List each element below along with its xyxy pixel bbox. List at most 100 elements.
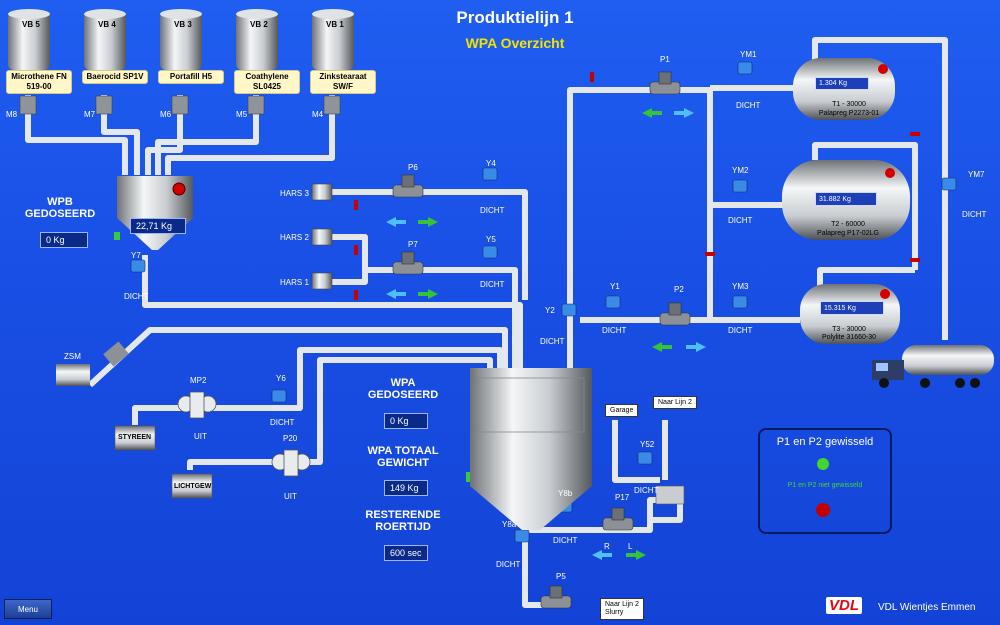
led-green [817,458,829,470]
valve-y8b-state: DICHT [553,536,578,545]
zsm-unit [56,341,129,386]
silo-name-vb4[interactable]: Baerocid SP1V [82,70,148,84]
valve-ym3-label[interactable]: YM3 [732,282,749,291]
silo-tag-vb3: VB 3 [174,20,192,29]
valve-y5-label[interactable]: Y5 [486,235,496,244]
motor-m6[interactable]: M6 [160,110,172,119]
valve-ym3-state: DICHT [728,326,753,335]
vdl-logo: VDL [826,597,862,614]
silo-tag-vb1: VB 1 [326,20,344,29]
tank-t1-value: 1.304 Kg [815,77,869,90]
hars3-label[interactable]: HARS 3 [280,189,309,198]
tanker-truck [872,345,994,388]
pump-switch-panel [758,428,892,534]
tank-t2-name: T2 - 60000 [831,221,865,228]
outlet-unit [655,485,685,505]
silo-name-vb3[interactable]: Portafill H5 [158,70,224,84]
tank-t3-value: 15.315 Kg [820,301,884,315]
valve-y1-label[interactable]: Y1 [610,282,620,291]
motor-m7[interactable]: M7 [84,110,96,119]
valve-y5-state: DICHT [480,280,505,289]
tank-t2-product: Palapreg P17-02LG [817,230,879,237]
company-name: VDL Wientjes Emmen [878,602,976,613]
naar-lijn2-callout[interactable]: Naar Lijn 2 [653,396,697,409]
silo-name-vb2[interactable]: Coathylene SL0425 [234,70,300,94]
pump-p1-label[interactable]: P1 [660,55,670,64]
wpb-hopper [114,176,193,250]
valve-y52-label[interactable]: Y52 [640,440,655,449]
wpa-gedoseerd-value: 0 Kg [384,413,428,429]
led-red [816,503,830,517]
pump-p7-label[interactable]: P7 [408,240,418,249]
resterende-roertijd-label: RESTERENDE ROERTIJD [365,509,441,533]
flow-arrows [386,108,706,560]
valve-y2-state: DICHT [540,337,565,346]
hars1-label[interactable]: HARS 1 [280,278,309,287]
valve-y4-label[interactable]: Y4 [486,159,496,168]
hars-drums [311,183,333,290]
motor-m8[interactable]: M8 [6,110,18,119]
silo-name-vb5[interactable]: Microthene FN 519-00 [6,70,72,94]
lichtgew-label[interactable]: LICHTGEW [174,483,212,490]
pumps [392,71,691,609]
silo-name-vb1[interactable]: Zinkstearaat SW/F [310,70,376,94]
main-mixer [466,368,592,530]
tank-t1-product: Palapreg P2273-01 [818,110,880,117]
pump-p17-dir-l[interactable]: L [628,542,633,551]
valve-ym7-state: DICHT [962,210,987,219]
valve-ym1-label[interactable]: YM1 [740,50,757,59]
pump-mp2-state: UIT [194,432,207,441]
pump-switch-status: P1 en P2 niet gewisseld [787,482,863,489]
valve-y4-state: DICHT [480,206,505,215]
motor-m4[interactable]: M4 [312,110,324,119]
valve-y7-label[interactable]: Y7 [131,251,141,260]
red-valves [354,72,920,300]
silo-tag-vb2: VB 2 [250,20,268,29]
pump-p20-label[interactable]: P20 [283,434,298,443]
garage-callout[interactable]: Garage [605,404,639,417]
valve-y8a-label[interactable]: Y8a [502,520,517,529]
pump-p17-dir-r[interactable]: R [604,542,610,551]
menu-button[interactable]: Menu [4,599,52,619]
valve-ym1-state: DICHT [736,101,761,110]
pump-p17-label[interactable]: P17 [615,493,630,502]
pump-p2-label[interactable]: P2 [674,285,684,294]
silo-tag-vb4: VB 4 [98,20,116,29]
wpa-totaal-label: WPA TOTAAL GEWICHT [367,445,439,469]
pump-p6-label[interactable]: P6 [408,163,418,172]
motor-m5[interactable]: M5 [236,110,248,119]
valve-y1-state: DICHT [602,326,627,335]
wpa-totaal-value: 149 Kg [384,480,428,496]
valve-ym7-label[interactable]: YM7 [968,170,985,179]
valve-y7-state: DICHT [124,292,149,301]
valve-ym2-label[interactable]: YM2 [732,166,749,175]
resterende-roertijd-value: 600 sec [384,545,428,561]
valve-y8b-label[interactable]: Y8b [558,489,573,498]
valve-y8a-state: DICHT [496,560,521,569]
pump-mp2-label[interactable]: MP2 [190,376,207,385]
styreen-label[interactable]: STYREEN [118,434,152,441]
tank-t2-value: 31.882 Kg [815,192,877,206]
pump-p5-label[interactable]: P5 [556,572,566,581]
tank-t3-name: T3 - 30000 [832,326,866,333]
small-containers [114,425,213,499]
tank-t1-name: T1 - 30000 [832,101,866,108]
wpa-gedoseerd-label: WPA GEDOSEERD [367,377,439,401]
valve-y2-label[interactable]: Y2 [545,306,555,315]
wpb-label: WPB GEDOSEERD [24,196,96,220]
silos [8,9,354,115]
wpb-gedoseerd-value: 0 Kg [40,232,88,248]
page-subtitle: WPA Overzicht [465,35,565,51]
valve-y52-state: DICHT [634,486,659,495]
valve-y6-state: DICHT [270,418,295,427]
hars2-label[interactable]: HARS 2 [280,233,309,242]
valve-y6-label[interactable]: Y6 [276,374,286,383]
zsm-label[interactable]: ZSM [64,352,81,361]
tank-t3-product: Polylite 31660-30 [821,334,877,341]
diaphragm-pumps [177,391,311,477]
silo-tag-vb5: VB 5 [22,20,40,29]
pump-p20-state: UIT [284,492,297,501]
wpb-scale-value: 22,71 Kg [130,218,186,234]
pump-switch-title: P1 en P2 gewisseld [776,436,874,448]
naar-lijn2-slurry-callout[interactable]: Naar Lijn 2 Slurry [600,598,644,620]
